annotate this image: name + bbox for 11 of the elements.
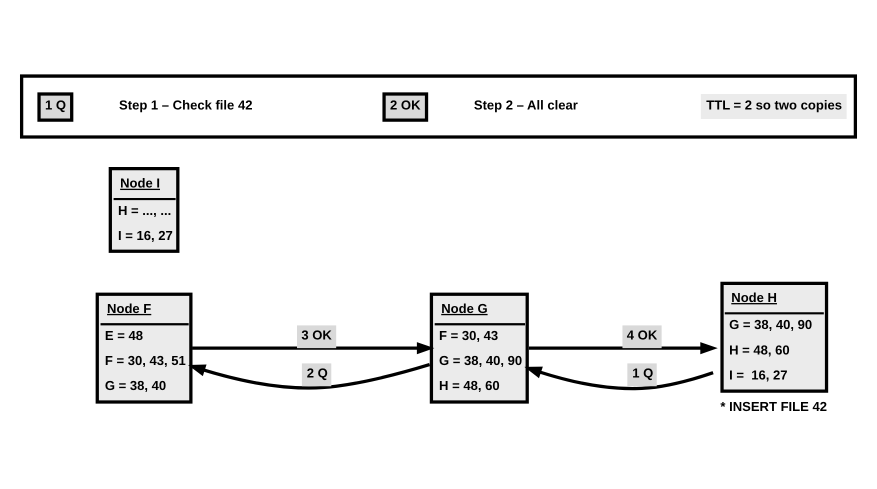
arrow	[192, 342, 434, 354]
node-label: Step 1 – Check file 42	[119, 97, 252, 112]
cluster	[20, 74, 858, 139]
edge-label: 4 OK	[626, 328, 658, 343]
node-label: * INSERT FILE 42	[720, 398, 827, 414]
arrow	[524, 366, 714, 390]
edge-label: 2 Q	[306, 366, 328, 381]
edge-label: 1 Q	[632, 366, 654, 381]
node-label: Step 2 – All clear	[474, 97, 578, 112]
edge-label: 3 OK	[301, 328, 332, 343]
arrow	[529, 342, 718, 354]
